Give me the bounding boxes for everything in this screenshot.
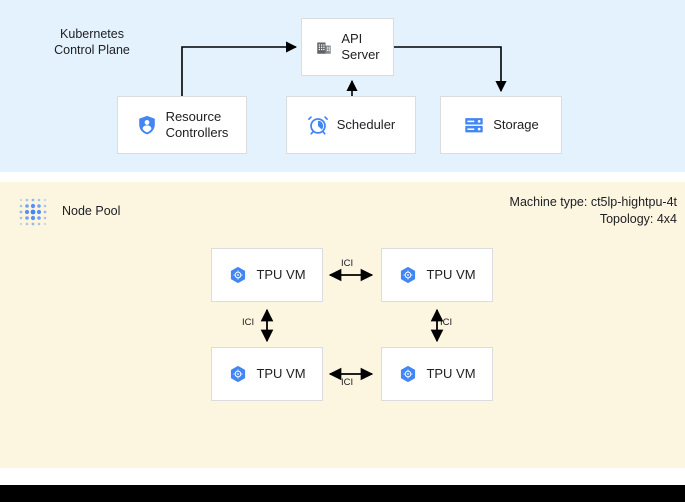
- tpu-vm-box[interactable]: TPU VM: [381, 347, 493, 401]
- ici-label: ICI: [341, 377, 354, 388]
- bottom-bar: [0, 485, 685, 502]
- control-plane-label: Kubernetes Control Plane: [54, 27, 130, 57]
- storage-rack-icon: [463, 114, 485, 136]
- ici-label: ICI: [341, 258, 354, 269]
- api-server-label: API Server: [341, 31, 380, 62]
- scheduler-box[interactable]: Scheduler: [286, 96, 416, 154]
- resource-controllers-label: Resource Controllers: [165, 109, 229, 140]
- resource-controllers-box[interactable]: Resource Controllers: [117, 96, 247, 154]
- tpu-hexagon-icon: [228, 364, 248, 384]
- ici-label: ICI: [440, 317, 453, 328]
- ici-label: ICI: [242, 317, 255, 328]
- tpu-vm-label: TPU VM: [256, 267, 306, 282]
- tpu-vm-box[interactable]: TPU VM: [381, 248, 493, 302]
- node-pool-panel: [0, 182, 685, 468]
- storage-box[interactable]: Storage: [440, 96, 562, 154]
- shield-person-icon: [136, 114, 158, 136]
- storage-label: Storage: [493, 117, 539, 132]
- tpu-vm-box[interactable]: TPU VM: [211, 248, 323, 302]
- api-server-box[interactable]: API Server: [301, 18, 394, 76]
- node-pool-label: Node Pool: [62, 204, 121, 218]
- machine-type-text: Machine type: ct5lp-hightpu-4t: [509, 195, 677, 209]
- tpu-hexagon-icon: [398, 265, 418, 285]
- tpu-vm-box[interactable]: TPU VM: [211, 347, 323, 401]
- tpu-vm-label: TPU VM: [256, 366, 306, 381]
- alarm-clock-icon: [307, 114, 329, 136]
- machine-info: Machine type: ct5lp-hightpu-4t Topology:…: [510, 194, 677, 228]
- tpu-hexagon-icon: [398, 364, 418, 384]
- scheduler-label: Scheduler: [336, 117, 396, 132]
- topology-text: Topology: 4x4: [599, 212, 677, 226]
- tpu-vm-label: TPU VM: [426, 366, 476, 381]
- tpu-hexagon-icon: [228, 265, 248, 285]
- tpu-vm-label: TPU VM: [426, 267, 476, 282]
- node-pool-dots-icon: [15, 194, 51, 235]
- server-building-icon: [315, 38, 333, 56]
